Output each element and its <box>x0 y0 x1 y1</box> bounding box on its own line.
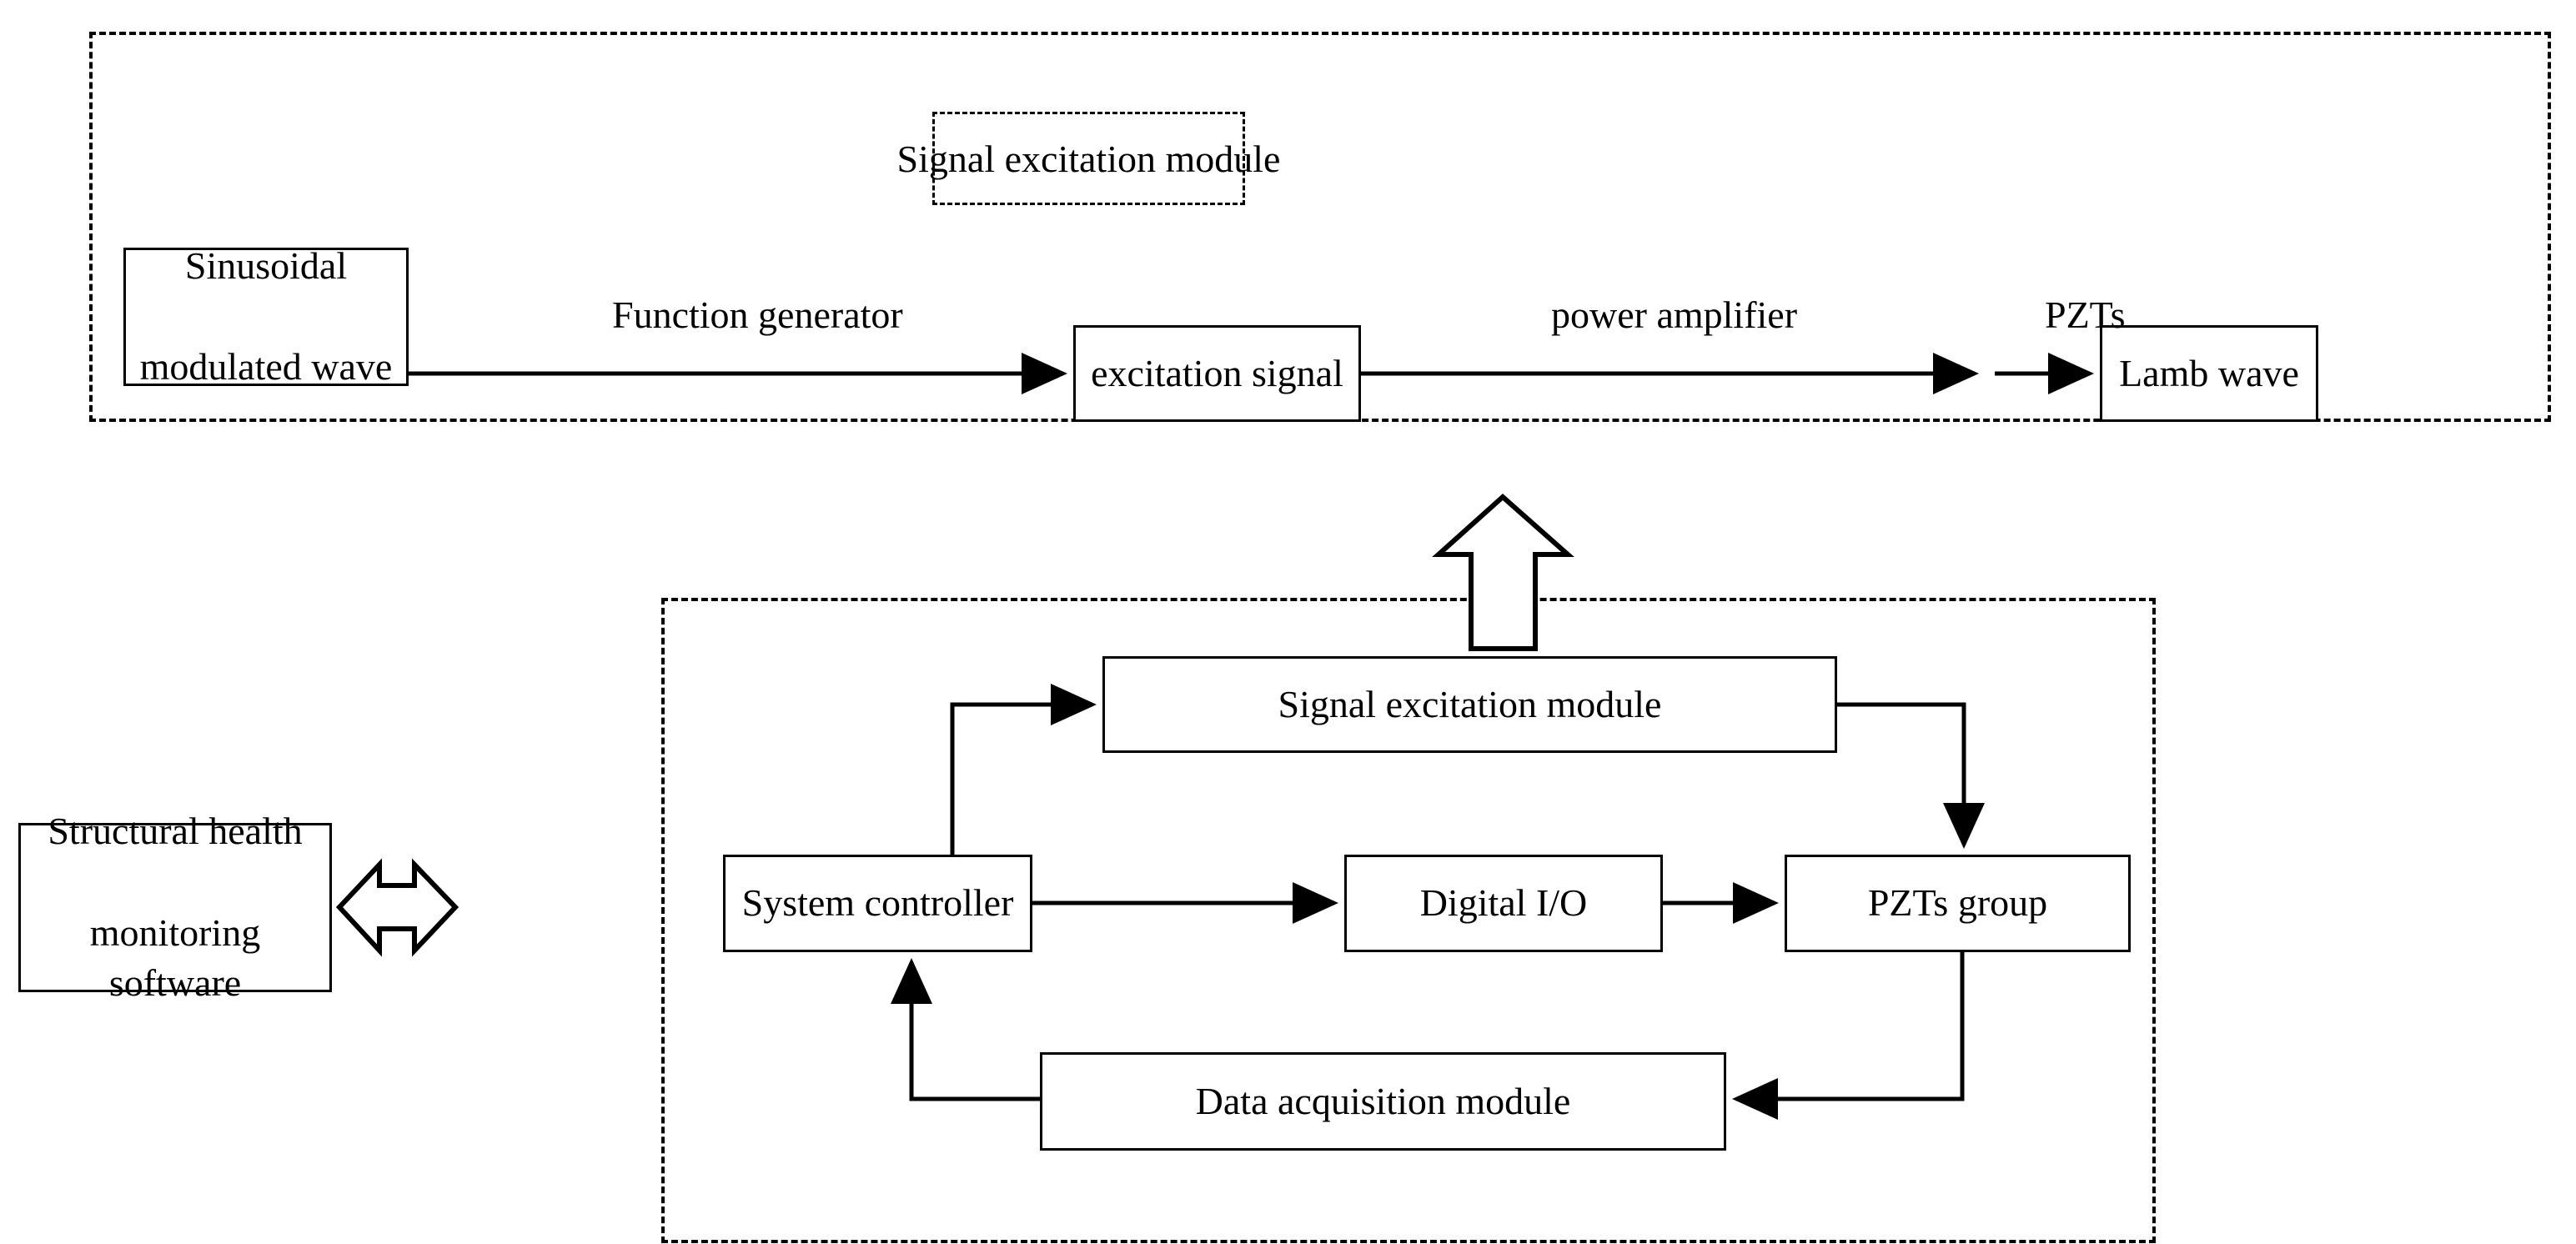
node-line-1: Sinusoidal <box>184 243 348 287</box>
node-signal-excitation-module[interactable]: Signal excitation module <box>1102 656 1837 753</box>
double-headed-arrow-icon <box>335 858 459 957</box>
node-sinusoidal-modulated-wave[interactable]: Sinusoidal modulated wave <box>123 244 409 388</box>
node-pzts-group[interactable]: PZTs group <box>1785 855 2131 952</box>
hardware-group-box <box>661 598 2156 1243</box>
edge-label-pzts: PZTs <box>2045 293 2126 336</box>
node-line-2: monitoring software <box>89 910 261 1005</box>
node-structural-health-monitoring-software[interactable]: Structural health monitoring software <box>18 810 332 1004</box>
node-digital-io-label: Digital I/O <box>1419 881 1588 925</box>
node-data-acquisition-module-label: Data acquisition module <box>1195 1079 1571 1122</box>
signal-excitation-module-tag: Signal excitation module <box>897 112 1280 205</box>
node-line-2: modulated wave <box>139 345 393 389</box>
node-excitation-signal[interactable]: excitation signal <box>1073 325 1361 422</box>
edge-label-power-amplifier: power amplifier <box>1551 293 1798 336</box>
node-line-1: Structural health <box>48 810 303 853</box>
node-system-controller-label: System controller <box>741 881 1014 925</box>
node-signal-excitation-module-label: Signal excitation module <box>1278 682 1662 725</box>
node-data-acquisition-module[interactable]: Data acquisition module <box>1040 1052 1726 1151</box>
node-system-controller[interactable]: System controller <box>723 855 1032 952</box>
node-lamb-wave-label: Lamb wave <box>2119 351 2299 394</box>
signal-excitation-module-tag-label: Signal excitation module <box>896 137 1281 180</box>
node-pzts-group-label: PZTs group <box>1867 881 2048 925</box>
node-excitation-signal-label: excitation signal <box>1091 351 1343 394</box>
edge-label-function-generator: Function generator <box>612 293 903 336</box>
node-digital-io[interactable]: Digital I/O <box>1344 855 1663 952</box>
node-lamb-wave[interactable]: Lamb wave <box>2100 325 2318 422</box>
node-structural-health-monitoring-software-label: Structural health monitoring software <box>29 806 321 1009</box>
node-sinusoidal-modulated-wave-label: Sinusoidal modulated wave <box>134 241 398 393</box>
